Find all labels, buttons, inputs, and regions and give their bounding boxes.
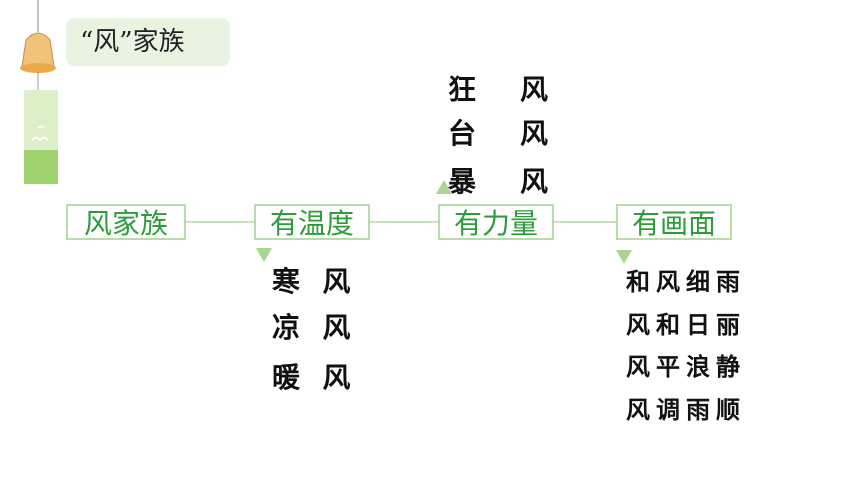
word-picture: 风和日丽 [626, 310, 746, 339]
word-temperature: 凉 风 [272, 311, 352, 344]
page-title: “风”家族 [66, 18, 230, 66]
word-picture: 和风细雨 [626, 267, 746, 296]
connector-line [554, 221, 616, 223]
word-power: 台 风 [448, 117, 549, 150]
triangle-marker [256, 248, 272, 262]
node-picture: 有画面 [616, 204, 732, 240]
connector-line [186, 221, 254, 223]
triangle-marker [616, 250, 632, 264]
word-power: 狂 风 [448, 73, 549, 106]
word-picture: 风调雨顺 [626, 395, 746, 424]
node-power: 有力量 [438, 204, 554, 240]
triangle-marker [436, 180, 452, 194]
node-temperature: 有温度 [254, 204, 370, 240]
word-power: 暴 风 [448, 165, 549, 198]
word-picture: 风平浪静 [626, 352, 746, 381]
word-temperature: 寒 风 [272, 265, 352, 298]
connector-line [370, 221, 438, 223]
node-wind-family: 风家族 [66, 204, 186, 240]
word-temperature: 暖 风 [272, 361, 352, 394]
wind-chime-icon [8, 0, 68, 190]
